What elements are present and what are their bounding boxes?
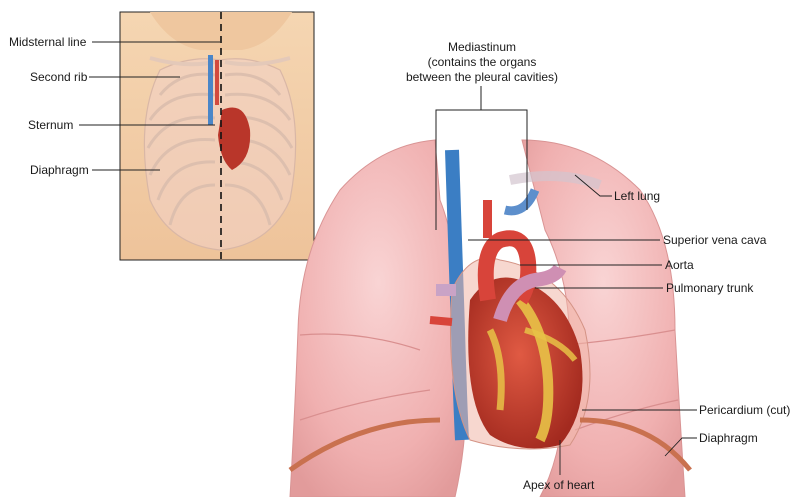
label-aorta: Aorta <box>665 258 694 272</box>
main-lungs-heart <box>290 86 690 497</box>
label-inset-diaphragm: Diaphragm <box>30 163 89 177</box>
label-mediastinum-title: Mediastinum <box>392 40 572 54</box>
label-mediastinum-sub2: between the pleural cavities) <box>392 70 572 84</box>
label-second-rib: Second rib <box>30 70 87 84</box>
label-apex-of-heart: Apex of heart <box>523 478 594 492</box>
label-superior-vena-cava: Superior vena cava <box>663 233 766 247</box>
label-midsternal-line: Midsternal line <box>9 35 86 49</box>
label-pericardium: Pericardium (cut) <box>699 403 790 417</box>
label-pulmonary-trunk: Pulmonary trunk <box>666 281 753 295</box>
inset-torso <box>120 12 314 260</box>
label-main-diaphragm: Diaphragm <box>699 431 758 445</box>
label-sternum: Sternum <box>28 118 73 132</box>
label-mediastinum-sub1: (contains the organs <box>392 55 572 69</box>
label-left-lung: Left lung <box>614 189 660 203</box>
